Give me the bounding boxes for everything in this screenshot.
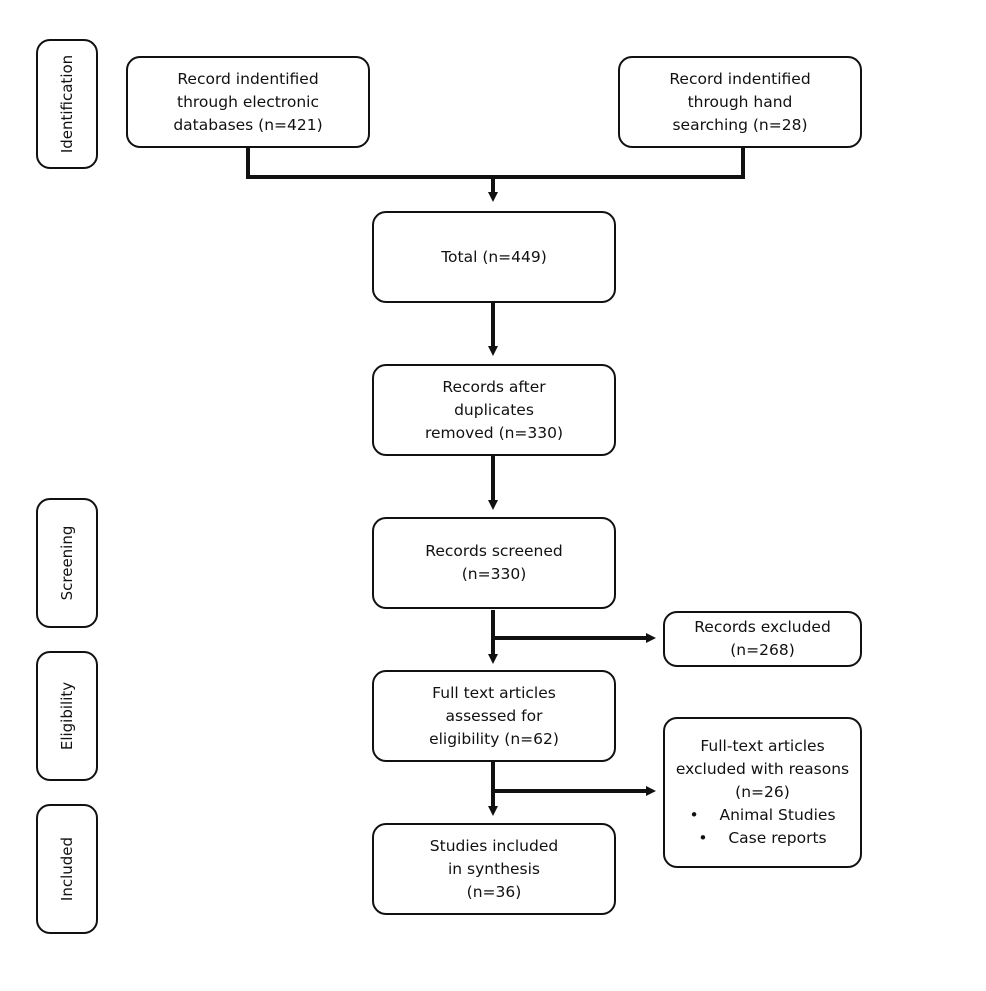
stage-screening: Screening xyxy=(36,498,98,628)
box-electronic-databases: Record indentified through electronic da… xyxy=(126,56,370,148)
stage-identification-label: Identification xyxy=(58,54,76,154)
box-line: through hand xyxy=(687,92,793,111)
box-line: eligibility (n=62) xyxy=(429,729,559,748)
box-line: duplicates xyxy=(454,400,534,419)
box-line: Record indentified xyxy=(177,69,319,88)
box-line: Full text articles xyxy=(432,683,556,702)
box-line: Records screened xyxy=(425,542,563,560)
exclusion-reason-item: • Case reports xyxy=(689,827,835,850)
box-line: Total (n=449) xyxy=(441,247,547,266)
box-line: Records after xyxy=(442,377,546,396)
box-line: (n=26) xyxy=(735,783,790,801)
box-after-duplicates: Records after duplicates removed (n=330) xyxy=(372,364,616,456)
box-full-text-assessed: Full text articles assessed for eligibil… xyxy=(372,670,616,762)
stage-identification: Identification xyxy=(36,39,98,169)
box-line: Record indentified xyxy=(669,69,811,88)
box-total: Total (n=449) xyxy=(372,211,616,303)
box-studies-included: Studies included in synthesis (n=36) xyxy=(372,823,616,915)
stage-eligibility-label: Eligibility xyxy=(58,681,76,751)
bullet-icon: • xyxy=(698,829,708,847)
box-line: (n=330) xyxy=(461,565,527,583)
stage-included: Included xyxy=(36,804,98,934)
exclusion-reasons-list: • Animal Studies • Case reports xyxy=(689,804,835,850)
box-records-screened: Records screened (n=330) xyxy=(372,517,616,609)
box-line: excluded with reasons xyxy=(675,760,850,778)
connector-electronic xyxy=(246,147,745,179)
stage-included-label: Included xyxy=(58,836,76,902)
exclusion-reason-text: Animal Studies xyxy=(719,806,836,824)
bullet-icon: • xyxy=(689,806,699,824)
stage-screening-label: Screening xyxy=(58,525,76,601)
box-line: (n=268) xyxy=(730,641,795,659)
box-line: databases (n=421) xyxy=(173,115,323,134)
box-line: assessed for xyxy=(445,706,543,725)
box-line: searching (n=28) xyxy=(672,115,808,134)
box-line: removed (n=330) xyxy=(424,423,564,442)
stage-eligibility: Eligibility xyxy=(36,651,98,781)
exclusion-reason-item: • Animal Studies xyxy=(689,804,835,827)
box-line: Records excluded xyxy=(694,618,831,636)
box-line: through electronic xyxy=(177,92,319,111)
box-line: in synthesis xyxy=(447,859,541,878)
box-hand-searching: Record indentified through hand searchin… xyxy=(618,56,862,148)
box-line: Full-text articles xyxy=(700,737,825,755)
box-full-text-excluded: Full-text articles excluded with reasons… xyxy=(663,717,862,868)
exclusion-reason-text: Case reports xyxy=(728,829,827,847)
box-line: Studies included xyxy=(429,836,559,855)
box-records-excluded: Records excluded (n=268) xyxy=(663,611,862,667)
box-line: (n=36) xyxy=(466,882,522,901)
